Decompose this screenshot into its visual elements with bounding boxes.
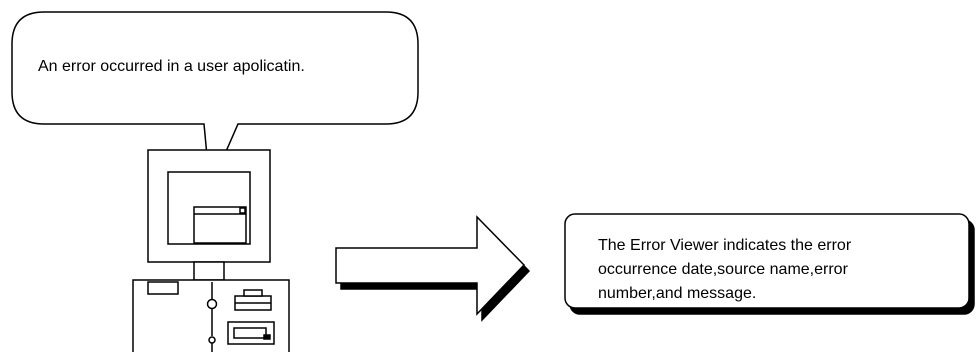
result-box-text: The Error Viewer indicates the error occ… (598, 234, 948, 306)
app-window-icon (193, 206, 247, 244)
power-button-icon (206, 298, 218, 310)
result-line-2: occurrence date,source name,error (598, 261, 848, 278)
result-box (564, 213, 975, 315)
indicator-led-icon (208, 336, 216, 344)
desktop-computer-icon (132, 149, 290, 352)
result-line-3: number,and message. (598, 285, 757, 302)
monitor-stand (193, 261, 225, 281)
speech-bubble-text: An error occurred in a user apolicatin. (38, 58, 305, 75)
base-label (147, 281, 179, 295)
right-arrow-icon (335, 215, 531, 322)
result-line-1: The Error Viewer indicates the error (598, 237, 852, 254)
